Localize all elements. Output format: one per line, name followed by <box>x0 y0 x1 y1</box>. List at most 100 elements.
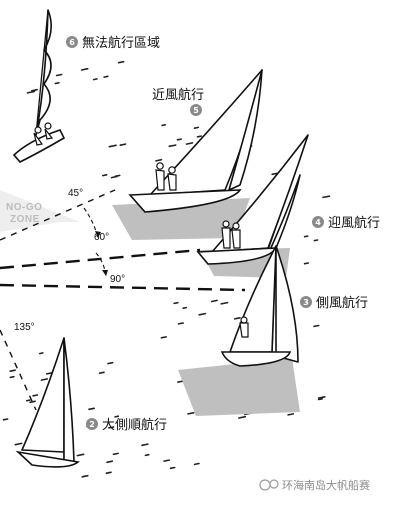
label-close-hauled-text: 近風航行 <box>152 87 204 103</box>
no-go-zone-label-line2: ZONE <box>10 214 40 225</box>
wave-mark <box>185 142 194 145</box>
wave-mark <box>112 452 119 456</box>
wave-mark <box>26 90 36 94</box>
wave-mark <box>169 466 176 470</box>
wave-mark <box>303 235 309 238</box>
wave-mark <box>117 60 125 64</box>
badge-5: 5 <box>190 104 202 116</box>
wave-mark <box>30 88 38 92</box>
wave-mark <box>144 453 150 457</box>
wave-mark <box>2 418 9 421</box>
wave-mark <box>317 397 324 401</box>
wave-mark <box>287 413 295 416</box>
wave-mark <box>173 301 179 305</box>
badge-6: 6 <box>66 36 78 48</box>
wave-mark <box>155 158 163 162</box>
badge-3: 3 <box>300 296 312 308</box>
boat-close-hauled <box>112 69 263 240</box>
wave-mark <box>119 143 127 146</box>
label-broad-reach-text: 大側順航行 <box>102 417 167 433</box>
wave-mark <box>220 301 229 305</box>
wave-mark <box>14 442 23 446</box>
wave-mark <box>182 306 187 310</box>
svg-text:3: 3 <box>303 298 309 307</box>
wave-mark <box>233 316 241 320</box>
label-no-go-area: 6 無法航行區域 <box>66 35 160 51</box>
wave-mark <box>317 395 326 399</box>
wind-angle-rays <box>0 189 246 411</box>
wave-mark <box>108 426 115 429</box>
ray-90 <box>0 283 246 292</box>
wave-mark <box>193 126 200 129</box>
angle-60-label: 60° <box>94 232 109 243</box>
wave-mark <box>193 462 200 466</box>
boat-no-go <box>12 9 66 163</box>
wave-mark <box>105 471 112 475</box>
wave-mark <box>141 443 149 447</box>
label-beam-reach-text: 側風航行 <box>316 295 368 311</box>
wave-mark <box>45 371 54 375</box>
wave-mark <box>29 400 36 404</box>
wave-mark <box>9 369 16 373</box>
wave-mark <box>107 361 114 365</box>
badge-2: 2 <box>86 418 98 430</box>
boat-close-reach <box>196 134 309 278</box>
wave-mark <box>163 459 170 462</box>
wave-mark <box>177 380 184 383</box>
wave-mark <box>54 82 60 85</box>
wave-mark <box>9 375 15 379</box>
ray-45 <box>0 189 116 241</box>
wave-mark <box>92 78 98 81</box>
wave-mark <box>38 352 44 355</box>
svg-text:5: 5 <box>193 106 199 115</box>
wave-mark <box>110 175 118 179</box>
svg-text:4: 4 <box>315 218 321 227</box>
watermark-logo-icon <box>259 479 279 491</box>
wave-mark <box>238 415 247 419</box>
wave-mark <box>160 336 167 339</box>
wave-mark <box>210 299 218 303</box>
wave-mark <box>88 407 95 411</box>
wave-mark <box>303 262 310 265</box>
wave-mark <box>98 371 105 375</box>
wave-mark <box>108 144 117 148</box>
wave-mark <box>25 399 31 402</box>
boat-beam-reach <box>178 245 300 416</box>
wave-mark <box>198 312 207 316</box>
wave-mark <box>55 73 63 77</box>
angle-135-label: 135° <box>14 322 35 333</box>
label-beam-reach: 3 側風航行 <box>300 295 368 311</box>
wave-mark <box>106 460 114 464</box>
angle-45-label: 45° <box>68 188 83 199</box>
label-close-hauled: 近風航行 5 <box>152 87 204 116</box>
ray-135 <box>0 329 37 411</box>
badge-4: 4 <box>312 216 324 228</box>
wave-mark <box>32 394 39 397</box>
watermark: 环海南岛大帆船赛 <box>259 478 370 492</box>
wave-mark <box>187 411 195 415</box>
wave-mark <box>177 322 184 325</box>
wave-mark <box>313 324 320 328</box>
angle-90-label: 90° <box>110 274 125 285</box>
label-close-reach: 4 迎風航行 <box>312 215 380 231</box>
label-broad-reach: 2 大側順航行 <box>86 417 167 433</box>
wave-mark <box>114 415 120 418</box>
wave-mark <box>313 239 319 242</box>
wave-mark <box>322 195 331 199</box>
label-no-go-area-text: 無法航行區域 <box>82 35 160 51</box>
no-go-zone-label-line1: NO-GO <box>6 202 42 213</box>
svg-text:2: 2 <box>89 420 95 429</box>
wave-mark <box>176 138 182 141</box>
wave-mark <box>101 174 108 177</box>
no-go-zone: NO-GO ZONE <box>0 190 80 232</box>
wave-mark <box>76 453 85 457</box>
svg-text:6: 6 <box>69 38 75 47</box>
boat-broad-reach <box>15 337 80 468</box>
wave-mark <box>81 474 89 478</box>
wave-mark <box>80 67 89 71</box>
wave-mark <box>168 144 177 148</box>
label-close-reach-text: 迎風航行 <box>328 215 380 231</box>
no-go-zone-shade <box>0 190 80 232</box>
wave-mark <box>196 135 202 138</box>
